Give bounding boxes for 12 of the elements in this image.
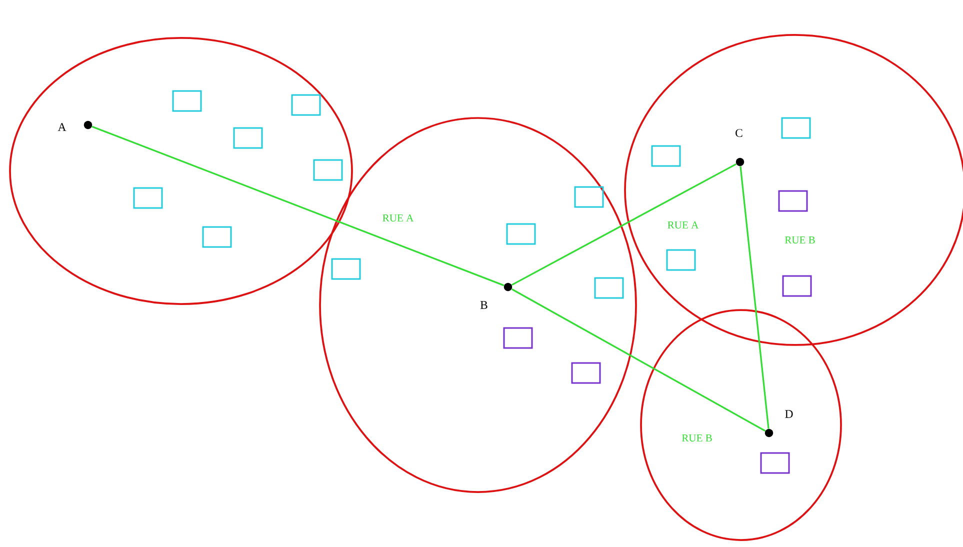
edge-label: RUE B bbox=[783, 235, 817, 245]
edge-label: RUE B bbox=[680, 433, 714, 443]
street-line bbox=[511, 288, 766, 432]
edge-label: RUE A bbox=[666, 220, 700, 230]
point-label: D bbox=[785, 410, 793, 418]
point-label: C bbox=[736, 129, 742, 137]
edge-label: RUE A bbox=[381, 213, 415, 223]
street-line bbox=[511, 163, 737, 286]
street-line bbox=[92, 126, 504, 286]
street-line bbox=[740, 166, 770, 429]
point-label: A bbox=[58, 123, 66, 131]
point-label: B bbox=[480, 301, 488, 309]
